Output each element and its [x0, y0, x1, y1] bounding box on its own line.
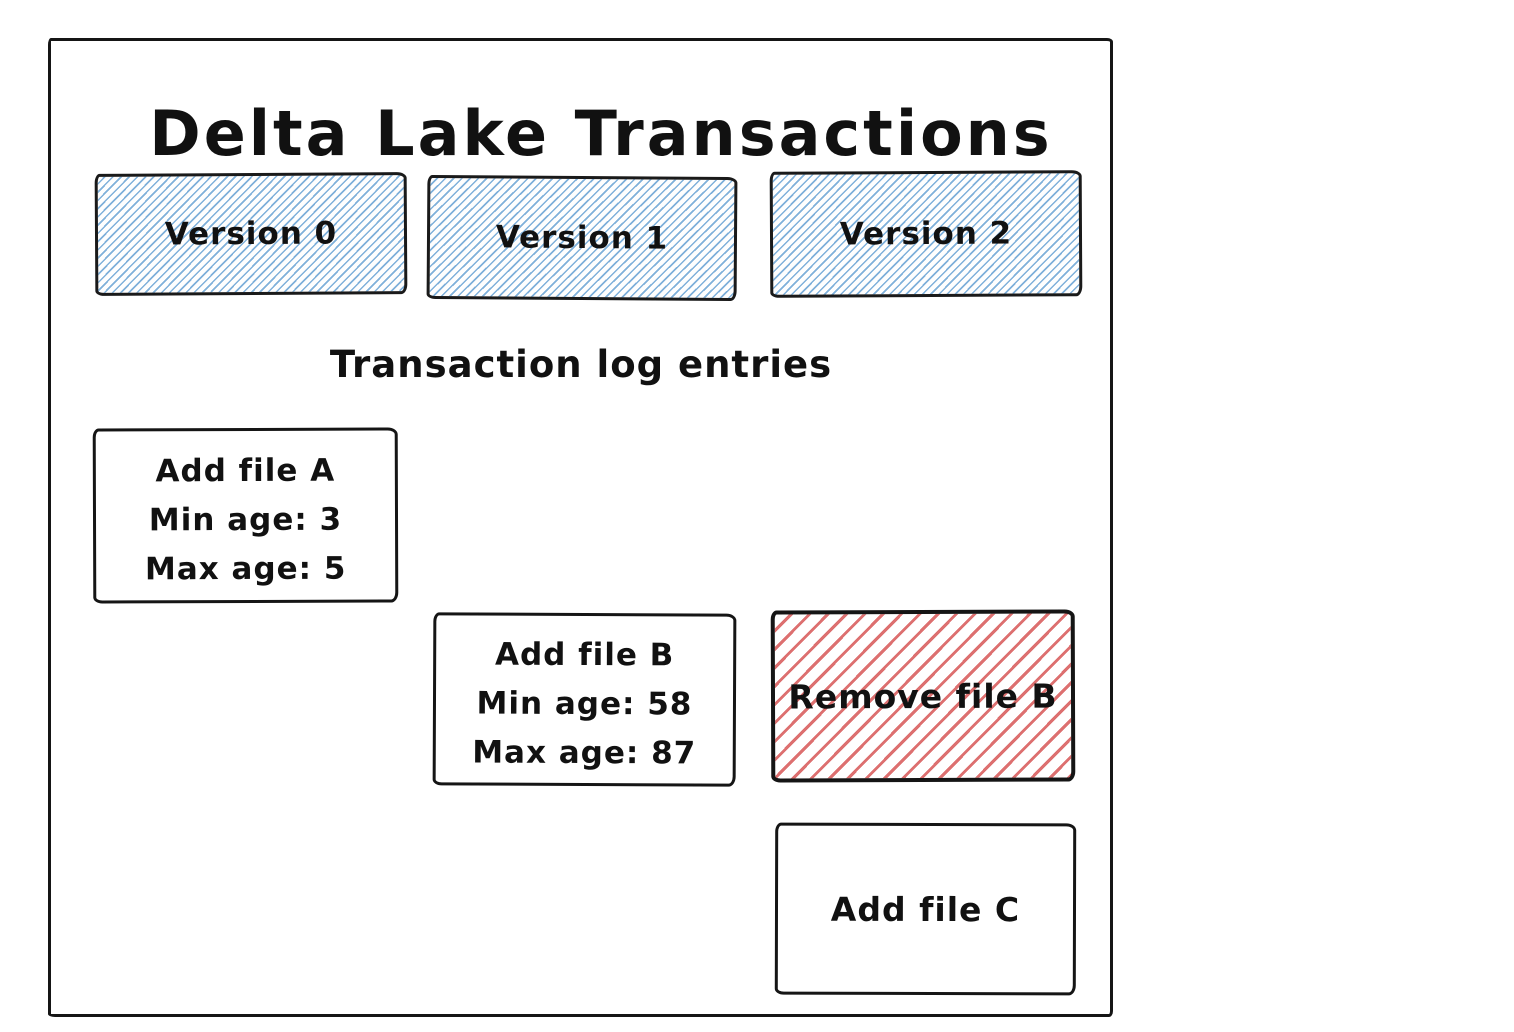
diagram-frame: Delta Lake Transactions Version 0 Versio…: [48, 38, 1113, 1017]
add-file-a-max-age: Max age: 5: [144, 550, 347, 588]
version-box-1: Version 1: [426, 174, 738, 302]
version-2-label: Version 2: [839, 215, 1013, 253]
add-file-b-min-age: Min age: 58: [476, 685, 693, 723]
version-box-0: Version 0: [94, 172, 408, 296]
log-entry-add-file-a: Add file A Min age: 3 Max age: 5: [92, 427, 399, 604]
remove-file-b-label: Remove file B: [788, 676, 1058, 716]
add-file-b-title: Add file B: [494, 636, 675, 674]
version-box-2: Version 2: [769, 170, 1083, 298]
add-file-a-min-age: Min age: 3: [148, 501, 343, 539]
log-entry-add-file-c: Add file C: [774, 822, 1077, 996]
log-entry-add-file-b: Add file B Min age: 58 Max age: 87: [432, 612, 737, 787]
diagram-title: Delta Lake Transactions: [149, 97, 1053, 170]
log-entries-caption: Transaction log entries: [329, 343, 833, 386]
log-entry-remove-file-b: Remove file B: [770, 609, 1076, 783]
version-0-label: Version 0: [164, 215, 338, 253]
add-file-b-max-age: Max age: 87: [472, 734, 697, 772]
add-file-a-title: Add file A: [155, 452, 336, 490]
add-file-c-label: Add file C: [830, 889, 1021, 929]
version-1-label: Version 1: [495, 219, 669, 257]
